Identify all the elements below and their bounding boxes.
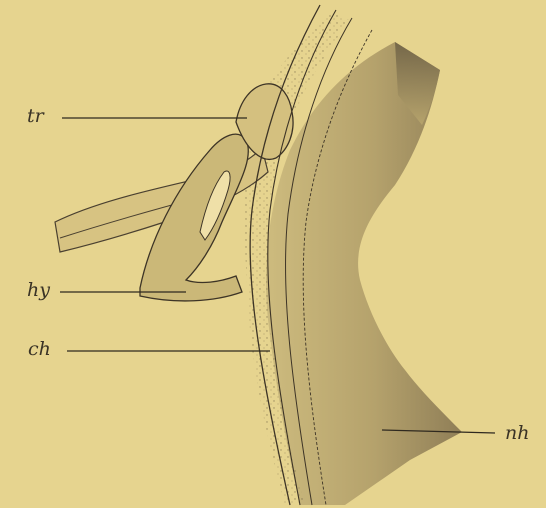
label-nh: nh xyxy=(505,424,529,443)
label-tr: tr xyxy=(27,107,44,126)
label-ch: ch xyxy=(28,340,51,359)
label-hy: hy xyxy=(27,281,50,300)
